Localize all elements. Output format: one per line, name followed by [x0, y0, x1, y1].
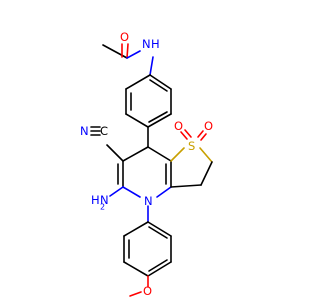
- bond-c3-cn: [106, 144, 124, 162]
- atom-labels: N H O N C H N 2 N S O O O: [80, 30, 213, 298]
- bond-ph2-f: [147, 221, 172, 237]
- bond-ph2-a: [123, 221, 149, 237]
- bond-s-o1-a: [180, 131, 188, 140]
- bond-ph1-c: [125, 113, 149, 128]
- bond-c2-nh2: [109, 186, 124, 197]
- bond-c2-n1: [122, 186, 141, 198]
- bond-ph1-a: [125, 74, 151, 90]
- bond-ph1-inner-2: [148, 111, 168, 123]
- amine-subscript-label: 2: [100, 203, 105, 212]
- bond-methyl: [102, 44, 128, 59]
- nitrile-c-label: C: [100, 124, 108, 138]
- bond-ph2-c: [123, 261, 149, 277]
- ether-o-label: O: [143, 284, 152, 298]
- amine-n-label: N: [100, 193, 109, 207]
- bond-ph2-inner-3: [148, 226, 168, 239]
- bond-ph1-inner-3: [149, 79, 168, 92]
- nitrile-n-label: N: [80, 124, 89, 138]
- amine-h-label: H: [91, 193, 100, 207]
- bond-o-me: [129, 291, 142, 297]
- sulfone-o1-label: O: [174, 119, 183, 133]
- bond-ph1-d: [147, 113, 172, 128]
- bond-ph2-inner-2: [148, 259, 168, 272]
- bond-c5-s: [170, 147, 185, 162]
- bond-c4-c3: [122, 146, 149, 162]
- sulfone-s-label: S: [188, 139, 195, 153]
- ring-n-label: N: [144, 194, 153, 208]
- sulfone-o2-label: O: [204, 119, 213, 133]
- bond-s-o2-a: [197, 130, 204, 138]
- amide-o-label: O: [120, 30, 129, 44]
- bond-ch2-ch2: [200, 161, 213, 186]
- bond-n1-c6: [156, 186, 172, 198]
- bond-s-o2-b: [200, 133, 207, 141]
- bond-nh-aryl: [149, 56, 154, 76]
- amide-h-label: H: [151, 37, 160, 51]
- bonds: [90, 43, 213, 297]
- bond-c5-c4: [147, 146, 172, 162]
- bond-ch2-c6: [170, 184, 202, 188]
- amide-n-label: N: [142, 37, 151, 51]
- bond-ph2-d: [147, 261, 172, 277]
- bond-ph1-f: [149, 74, 172, 90]
- bond-c-nh: [126, 50, 141, 59]
- molecule-structure: N H O N C H N 2 N S O O O: [80, 30, 213, 298]
- bond-carbonyl-1: [126, 43, 129, 59]
- bond-s-ch2: [199, 147, 213, 163]
- bond-s-o1-b: [184, 129, 192, 138]
